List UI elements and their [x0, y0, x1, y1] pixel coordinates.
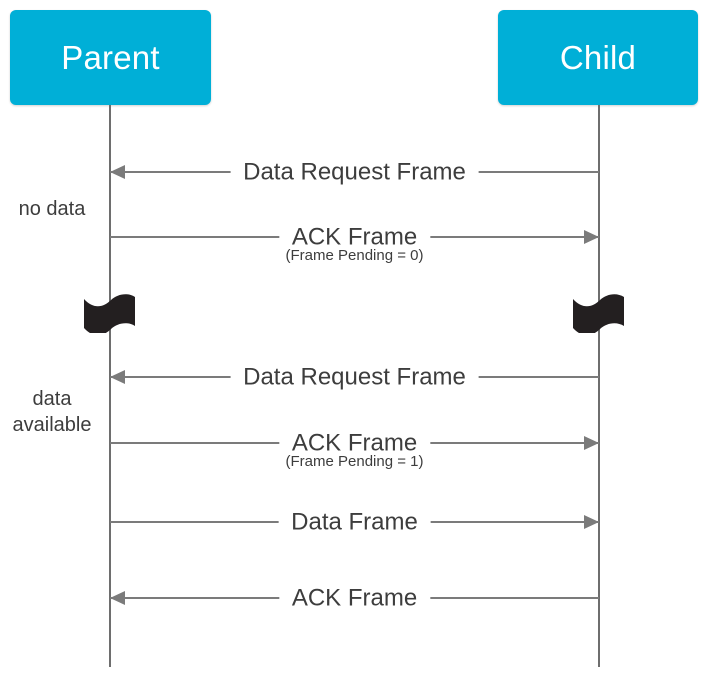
actor-label-parent: Parent [61, 39, 160, 76]
message-label: ACK Frame [278, 585, 431, 611]
arrowhead-right-icon [584, 515, 599, 529]
message-label: Data Frame [278, 509, 431, 535]
note-no-data: no data [18, 198, 86, 220]
message-label: ACK Frame [278, 224, 431, 250]
arrowhead-right-icon [584, 436, 599, 450]
lifeline-child [598, 105, 600, 667]
arrowhead-right-icon [584, 230, 599, 244]
message-label: Data Request Frame [230, 364, 479, 390]
actor-box-child[interactable]: Child [498, 10, 698, 105]
break-symbol-parent [84, 293, 136, 333]
arrowhead-left-icon [110, 370, 125, 384]
arrowhead-left-icon [110, 165, 125, 179]
message-sublabel: (Frame Pending = 1) [279, 453, 430, 471]
message-label: ACK Frame [278, 430, 431, 456]
lifeline-parent [109, 105, 111, 667]
actor-box-parent[interactable]: Parent [10, 10, 211, 105]
break-symbol-child [573, 293, 625, 333]
message-label: Data Request Frame [230, 159, 479, 185]
note-data-available: data available [12, 388, 92, 437]
arrowhead-left-icon [110, 591, 125, 605]
actor-label-child: Child [559, 39, 637, 76]
message-sublabel: (Frame Pending = 0) [279, 247, 430, 265]
